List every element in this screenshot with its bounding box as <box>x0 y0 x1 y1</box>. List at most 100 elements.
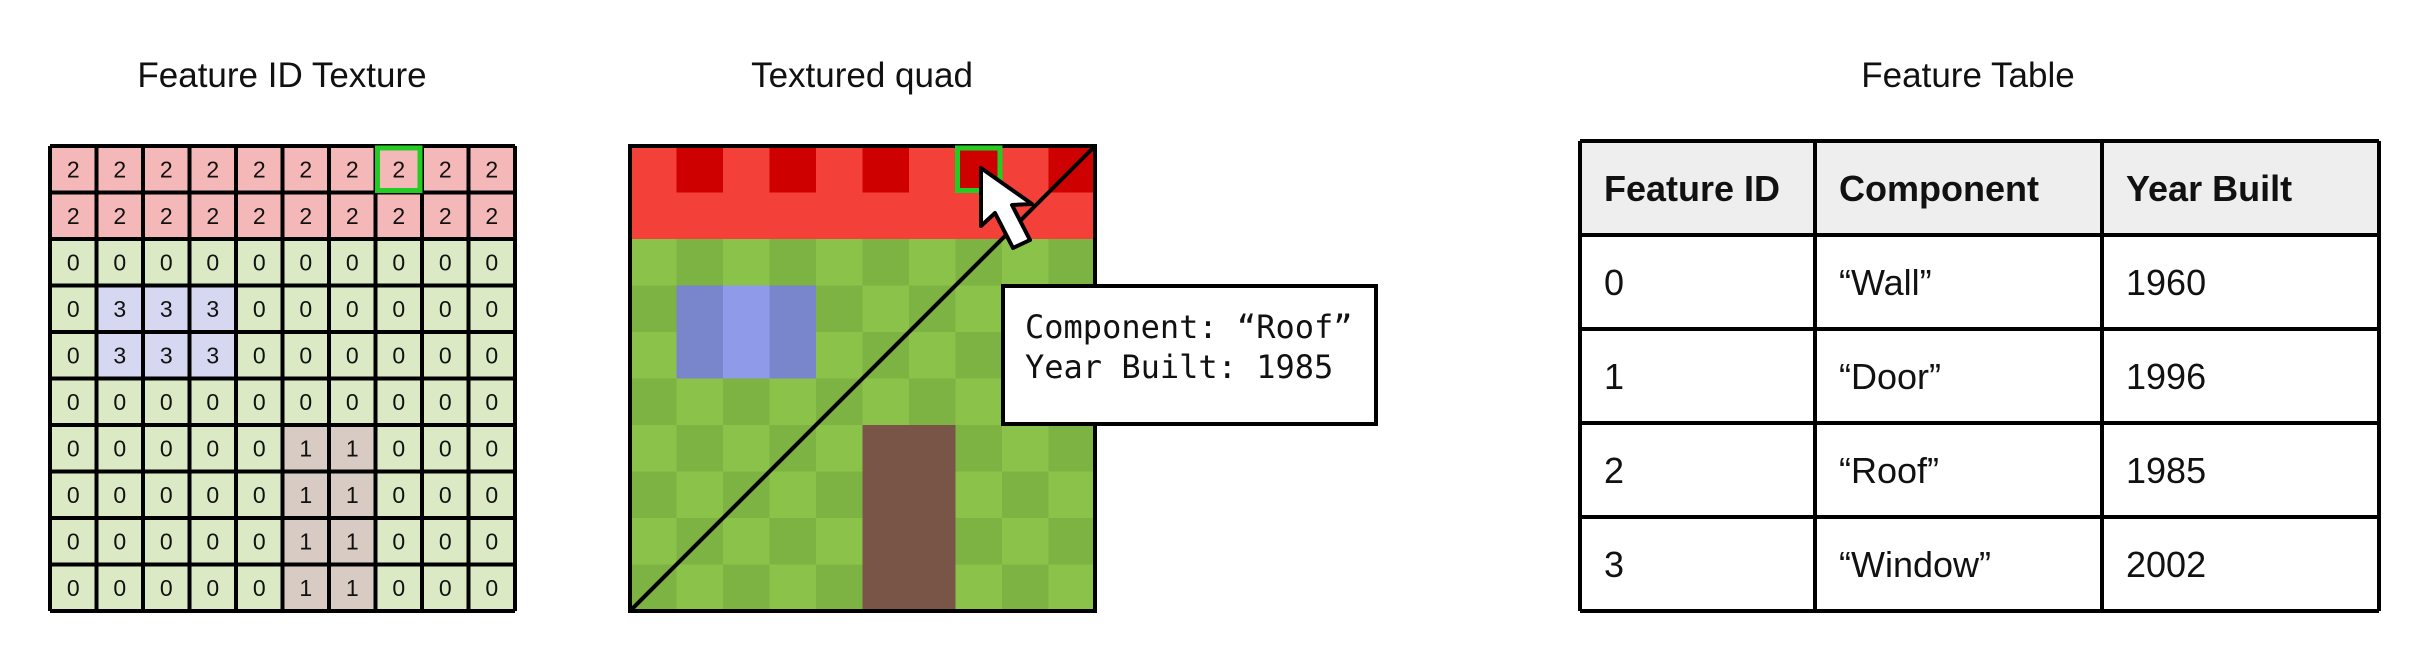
texture-cell <box>50 332 97 379</box>
quad-texel <box>862 378 910 426</box>
quad-texel <box>816 425 863 472</box>
texture-cell-value: 0 <box>113 575 126 601</box>
quad-texel <box>862 192 910 240</box>
texture-cell-value: 0 <box>439 389 452 415</box>
texture-cell <box>422 471 469 518</box>
texture-cell-value: 0 <box>113 435 126 461</box>
texture-cell <box>143 471 190 518</box>
texture-cell <box>329 471 376 518</box>
quad-texel <box>723 332 770 379</box>
texture-cell <box>375 239 422 286</box>
texture-cell <box>189 378 236 425</box>
texture-cell-value: 0 <box>113 389 126 415</box>
quad-texel <box>1048 239 1096 286</box>
quad-texel <box>676 332 724 379</box>
texture-cell <box>282 518 329 565</box>
texture-cell-value: 0 <box>253 296 266 322</box>
quad-texel <box>909 332 956 379</box>
texture-cell-value: 0 <box>206 435 219 461</box>
texture-cell <box>329 518 376 565</box>
texture-cell <box>96 285 143 332</box>
texture-cell-value: 0 <box>160 435 173 461</box>
quad-texel <box>1002 564 1049 612</box>
quad-texel <box>676 425 724 472</box>
texture-cell-value: 0 <box>113 249 126 275</box>
texture-cell <box>375 192 422 239</box>
texture-cell <box>422 518 469 565</box>
quad-texel <box>816 518 863 565</box>
texture-cell-value: 2 <box>113 156 126 182</box>
quad-texel <box>816 285 863 333</box>
texture-cell <box>143 332 190 379</box>
texture-cell <box>282 192 329 239</box>
texture-cell <box>50 285 97 332</box>
texture-cell <box>468 239 515 286</box>
quad-texel <box>676 192 724 240</box>
quad-texel <box>862 425 910 472</box>
texture-cell <box>189 518 236 565</box>
quad-texel <box>816 192 863 240</box>
quad-texel <box>909 425 956 472</box>
texture-cell <box>422 285 469 332</box>
texture-cell <box>143 518 190 565</box>
texture-cell-value: 1 <box>346 435 359 461</box>
texture-cell <box>375 471 422 518</box>
texture-cell-value: 2 <box>485 203 498 229</box>
texture-cell <box>329 192 376 239</box>
feature-tooltip: Component: “Roof” Year Built: 1985 <box>1001 284 1378 426</box>
table-cell: 2 <box>1604 450 1624 491</box>
table-cell: 1960 <box>2126 262 2206 303</box>
texture-cell <box>236 518 283 565</box>
texture-cell <box>468 146 515 193</box>
texture-cell-value: 0 <box>392 575 405 601</box>
texture-cell-value: 0 <box>485 575 498 601</box>
texture-title: Feature ID Texture <box>137 56 426 95</box>
texture-cell-value: 2 <box>392 156 405 182</box>
texture-cell <box>236 471 283 518</box>
table-header-bg <box>1580 141 2379 235</box>
table-cell: “Wall” <box>1839 262 1932 303</box>
quad-texel <box>1048 518 1096 565</box>
texture-cell-value: 0 <box>67 389 80 415</box>
quad-texel <box>909 471 956 519</box>
texture-cell <box>50 239 97 286</box>
quad-texel <box>909 518 956 565</box>
texture-cell <box>96 471 143 518</box>
texture-cell <box>329 378 376 425</box>
texture-cell-value: 0 <box>67 435 80 461</box>
texture-cell-value: 1 <box>299 482 312 508</box>
texture-cell <box>282 285 329 332</box>
quad-texel <box>955 378 1003 426</box>
quad-texel <box>769 332 817 379</box>
quad-texel <box>630 425 677 472</box>
texture-cell-value: 1 <box>299 528 312 554</box>
texture-cell-value: 0 <box>160 528 173 554</box>
quad-texel <box>816 471 863 519</box>
quad-texel <box>723 239 770 286</box>
texture-cell <box>236 146 283 193</box>
quad-texel <box>769 146 817 193</box>
texture-cell-value: 0 <box>485 249 498 275</box>
texture-cell-value: 0 <box>253 575 266 601</box>
texture-cell-value: 0 <box>346 249 359 275</box>
texture-cell-value: 0 <box>299 249 312 275</box>
texture-cell-value: 0 <box>206 249 219 275</box>
texture-cell-value: 0 <box>206 528 219 554</box>
texture-cell-value: 0 <box>160 389 173 415</box>
quad-texel <box>909 192 956 240</box>
texture-cell-value: 0 <box>439 342 452 368</box>
quad-texel <box>630 239 677 286</box>
texture-cell <box>468 564 515 611</box>
table-cell: 2002 <box>2126 544 2206 585</box>
texture-cell-value: 2 <box>253 203 266 229</box>
texture-cell <box>375 425 422 472</box>
texture-cell <box>422 146 469 193</box>
quad-texel <box>769 471 817 519</box>
texture-cell-value: 2 <box>160 203 173 229</box>
quad-texel <box>723 285 770 333</box>
table-cell: “Door” <box>1839 356 1941 397</box>
texture-cell <box>96 518 143 565</box>
texture-cell <box>96 332 143 379</box>
texture-cell-value: 2 <box>67 156 80 182</box>
texture-cell-value: 2 <box>253 156 266 182</box>
